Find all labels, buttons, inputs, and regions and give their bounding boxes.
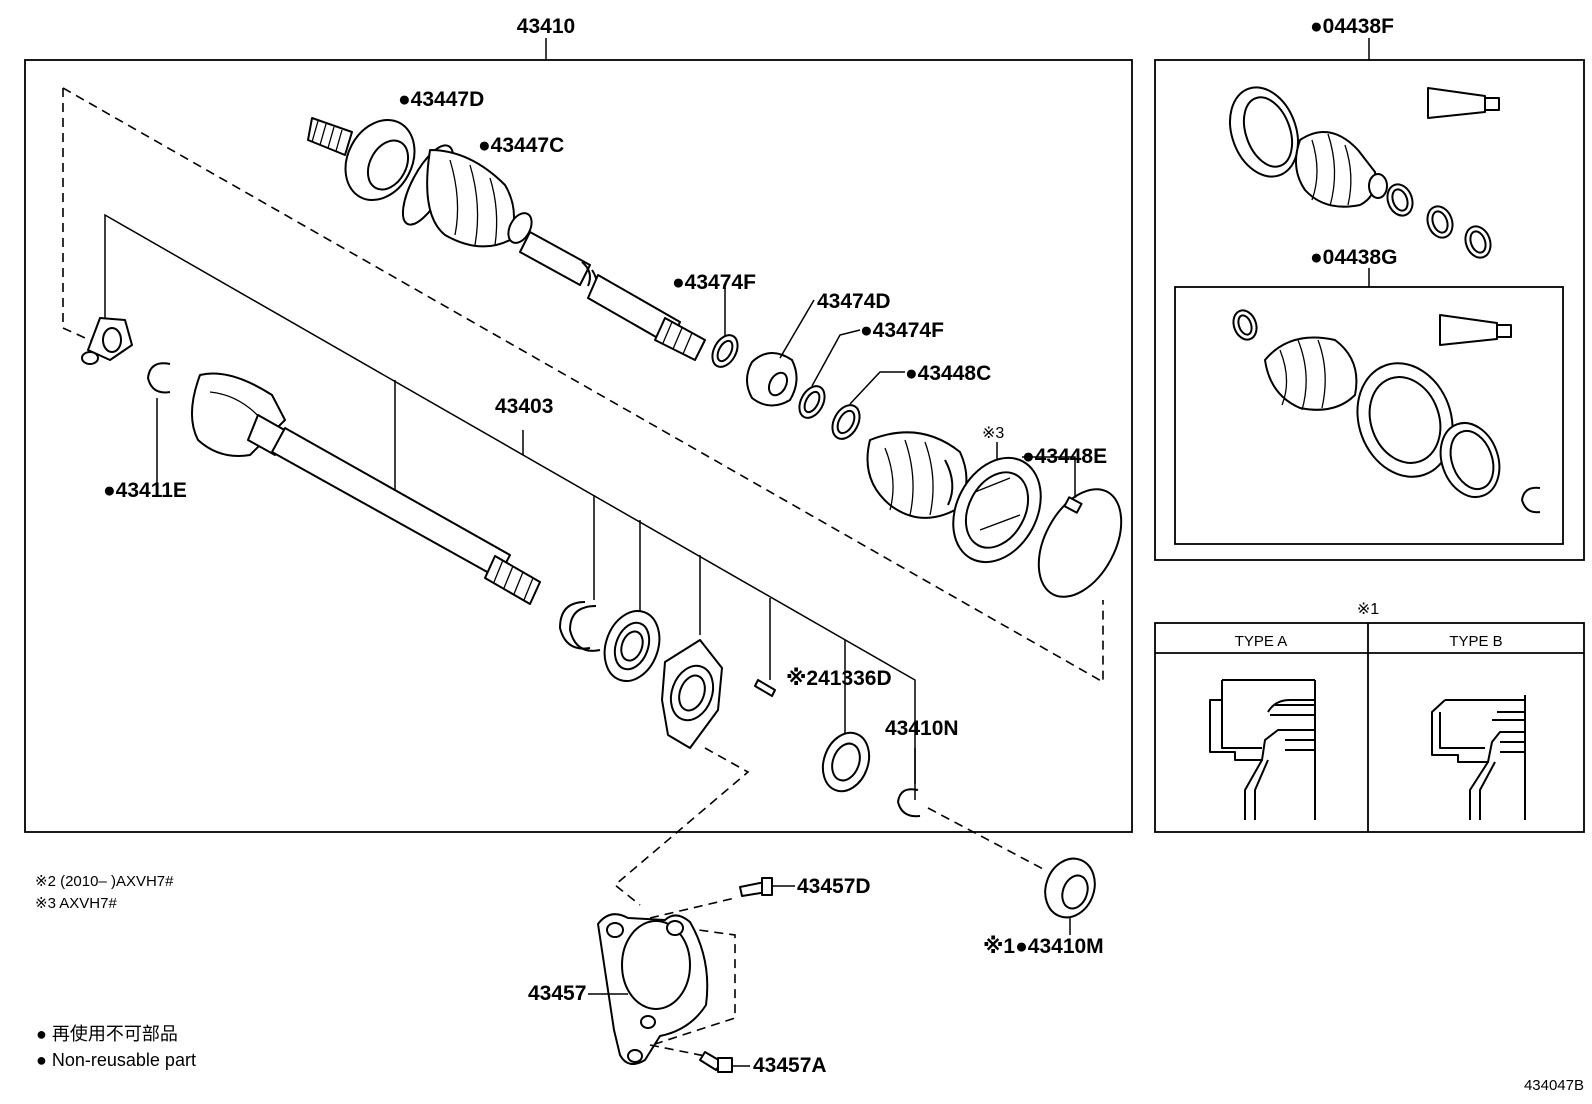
kit-g-small-clamp bbox=[1232, 309, 1258, 341]
leader-43474F-b bbox=[811, 329, 861, 387]
label-43410N: 43410N bbox=[885, 717, 959, 740]
shaft-bearing bbox=[603, 610, 661, 682]
legend-japanese: ● 再使用不可部品 bbox=[36, 1024, 178, 1044]
drive-shaft-inner bbox=[271, 427, 541, 605]
label-ref3: ※3 bbox=[982, 425, 1004, 442]
kit-g-large-clamp bbox=[1439, 422, 1501, 498]
drive-shaft-outer bbox=[519, 231, 706, 361]
label-43448C: ●43448C bbox=[905, 362, 991, 385]
snap-ring-43410N bbox=[897, 788, 921, 818]
type-table-frame bbox=[1154, 622, 1585, 833]
dashed-envelope-inner bbox=[62, 87, 1104, 684]
label-43411E: ●43411E bbox=[103, 479, 187, 502]
leader-43403-frame bbox=[104, 213, 916, 800]
kit-g-boot bbox=[1264, 336, 1358, 411]
kit-g-housing bbox=[1356, 362, 1454, 478]
label-kit-04438G: ●04438G bbox=[1310, 246, 1397, 269]
bearing-bracket bbox=[661, 639, 723, 749]
clamp-43448E bbox=[1037, 488, 1123, 598]
leader-43448C bbox=[849, 371, 905, 405]
label-43474D: 43474D bbox=[817, 290, 891, 313]
dashed-bolt-upper bbox=[649, 897, 736, 919]
kit-f-grease-tube bbox=[1427, 87, 1500, 119]
label-43447C: ●43447C bbox=[478, 134, 564, 157]
bolt-43457D bbox=[739, 877, 773, 897]
label-43457D: 43457D bbox=[797, 875, 871, 898]
bearing-snap-ring bbox=[559, 601, 601, 652]
seal-43410M bbox=[1044, 857, 1096, 919]
leader-43448E bbox=[1022, 456, 1076, 498]
label-41336D: ※241336D bbox=[786, 667, 892, 690]
tripod-joint-left bbox=[81, 317, 133, 365]
inner-boot bbox=[866, 431, 968, 519]
label-43403: 43403 bbox=[495, 395, 553, 418]
label-43457A: 43457A bbox=[753, 1054, 827, 1077]
boot-kit-frame bbox=[1154, 59, 1585, 561]
type-b-profile bbox=[1431, 695, 1526, 820]
type-a-profile bbox=[1209, 679, 1316, 820]
snap-ring-43411E bbox=[147, 362, 171, 394]
illustration-code: 434047B bbox=[1524, 1077, 1584, 1094]
type-table-mark: ※1 bbox=[1357, 601, 1379, 618]
kit-g-grease-tube bbox=[1439, 314, 1512, 346]
bolt-43457A bbox=[699, 1051, 733, 1073]
inner-housing bbox=[952, 456, 1042, 564]
label-kit-04438F: ●04438F bbox=[1310, 15, 1394, 38]
snap-ring-43474F-b bbox=[798, 385, 826, 419]
note-ref3: ※3 AXVH7# bbox=[35, 895, 117, 912]
label-43474F-a: ●43474F bbox=[672, 271, 756, 294]
dashed-bracket-link bbox=[613, 747, 750, 906]
label-43474F-b: ●43474F bbox=[860, 319, 944, 342]
support-bracket-43457 bbox=[597, 913, 709, 1065]
main-assembly-frame bbox=[24, 59, 1133, 833]
kit-f-boot bbox=[1295, 131, 1388, 208]
label-43448E: ●43448E bbox=[1022, 445, 1107, 468]
type-b-header: TYPE B bbox=[1449, 633, 1502, 650]
dashed-to-43410M bbox=[927, 807, 1046, 871]
kit-f-clamps bbox=[1386, 183, 1492, 259]
type-a-header: TYPE A bbox=[1235, 633, 1288, 650]
kit-g-snap-ring bbox=[1521, 486, 1541, 514]
snap-ring-43474F-a bbox=[711, 334, 739, 368]
label-43410M: ※1●43410M bbox=[983, 935, 1104, 958]
tripod-43474D bbox=[746, 352, 798, 407]
pin-41336D bbox=[754, 679, 776, 697]
oil-seal bbox=[821, 731, 871, 793]
outer-cv-joint bbox=[307, 117, 533, 248]
label-43447D: ●43447D bbox=[398, 88, 484, 111]
kit-f-large-clamp bbox=[1229, 86, 1299, 178]
leader-43474D bbox=[779, 299, 815, 359]
legend-english: ● Non-reusable part bbox=[36, 1050, 196, 1070]
inner-joint-housing bbox=[190, 372, 289, 457]
note-ref2: ※2 (2010– )AXVH7# bbox=[35, 873, 174, 890]
label-43457: 43457 bbox=[528, 982, 586, 1005]
dashed-bolt-lower bbox=[649, 1044, 706, 1057]
clamp-43448C bbox=[831, 404, 861, 440]
assembly-number-label: 43410 bbox=[517, 15, 575, 38]
